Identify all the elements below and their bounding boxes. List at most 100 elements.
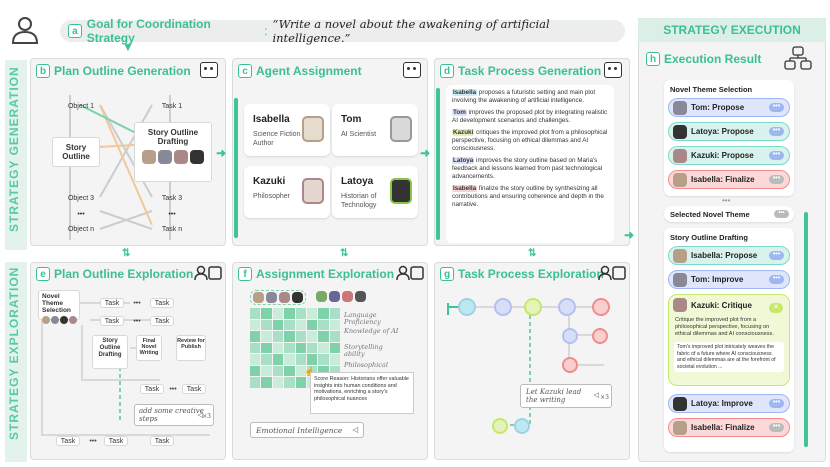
process-node-kazuki[interactable] — [524, 298, 542, 316]
agent-avatar[interactable] — [266, 292, 277, 303]
exploration-side-label: STRATEGY EXPLORATION — [7, 266, 21, 440]
step-label: Isabella: Finalize — [691, 175, 755, 184]
generation-side-label: STRATEGY GENERATION — [7, 66, 21, 232]
agent-avatar[interactable] — [279, 292, 290, 303]
exec-step-tom-improve[interactable]: Tom: Improve••• — [668, 270, 790, 289]
exec-step-tom-propose[interactable]: Tom: Propose••• — [668, 98, 790, 117]
step-text: critiques the improved plot from a philo… — [452, 129, 608, 152]
task-node[interactable]: Task — [140, 384, 164, 394]
process-node-branch-red[interactable] — [562, 357, 578, 373]
criteria-input[interactable]: Emotional Intelligence ◁ — [250, 422, 364, 438]
process-node-isabella[interactable] — [458, 298, 476, 316]
task-process-exploration-panel — [434, 262, 630, 460]
critique-header: Kazuki: Critique — [669, 295, 789, 315]
more-icon[interactable]: ••• — [774, 210, 789, 218]
task-node[interactable]: Task — [150, 436, 174, 446]
task-node[interactable]: Task — [100, 316, 124, 326]
collapse-icon[interactable]: ✕ — [769, 303, 783, 313]
agent-name: Isabella — [253, 114, 290, 125]
more-icon[interactable]: ••• — [769, 251, 784, 260]
agent-avatar[interactable] — [329, 291, 340, 302]
more-icon[interactable]: ••• — [769, 127, 784, 136]
more-icon[interactable]: ••• — [769, 175, 784, 184]
object-node-n[interactable]: Object n — [67, 225, 95, 233]
process-instruction-input[interactable]: Let Kazuki lead the writing ◁ ×3 — [520, 384, 612, 408]
g-badge: g — [440, 267, 454, 281]
process-step: Kazuki critiques the improved plot from … — [452, 129, 608, 153]
isabella-avatar — [673, 172, 687, 187]
task-node[interactable]: Task — [104, 436, 128, 446]
kazuki-critique-card[interactable]: Kazuki: Critique ✕ Critique the improved… — [668, 294, 790, 386]
exec-step-latoya-propose[interactable]: Latoya: Propose••• — [668, 122, 790, 141]
agent-avatar[interactable] — [292, 292, 303, 303]
exec-step-isabella-finalize[interactable]: Isabella: Finalize ••• — [668, 170, 790, 189]
more-icon[interactable]: ••• — [769, 275, 784, 284]
process-step: Isabella proposes a futuristic setting a… — [452, 89, 608, 105]
robot-icon — [200, 62, 218, 78]
theme-selection-node[interactable]: Novel Theme Selection — [38, 290, 80, 324]
task-node-3[interactable]: Task 3 — [161, 194, 183, 202]
exec-step-isabella-propose[interactable]: Isabella: Propose••• — [668, 246, 790, 265]
story-outline-node[interactable]: Story Outline — [52, 137, 100, 167]
process-node-latoya-lead[interactable] — [514, 418, 530, 434]
agent-card-latoya[interactable]: Latoya Historian of Technology — [332, 166, 418, 218]
more-icon[interactable]: ••• — [769, 399, 784, 408]
process-node-branch-tom[interactable] — [562, 328, 578, 344]
count-text: ×3 — [202, 413, 211, 420]
task-node[interactable]: Task — [100, 298, 124, 308]
exec-step-latoya-improve[interactable]: Latoya: Improve••• — [668, 394, 790, 413]
more-icon[interactable]: ••• — [769, 423, 784, 432]
story-outline-drafting-node[interactable]: Story Outline Drafting — [134, 122, 212, 182]
exec-step-kazuki-propose[interactable]: Kazuki: Propose••• — [668, 146, 790, 165]
c-title-text: Agent Assignment — [256, 64, 362, 78]
execution-header: STRATEGY EXECUTION — [638, 18, 826, 42]
latoya-avatar — [673, 396, 687, 411]
agent-avatar[interactable] — [355, 291, 366, 302]
d-title-text: Task Process Generation — [458, 64, 602, 78]
row-label: Storytelling ability — [344, 343, 383, 358]
task-process-text-box: Isabella proposes a futuristic setting a… — [446, 85, 614, 243]
process-node-tom[interactable] — [494, 298, 512, 316]
outline-drafting-node[interactable]: Story Outline Drafting — [92, 335, 128, 369]
process-node-branch-final[interactable] — [592, 328, 608, 344]
send-icon[interactable]: ◁ — [197, 411, 203, 419]
goal-down-arrow: ▼ — [122, 40, 134, 54]
task-node[interactable]: Task — [56, 436, 80, 446]
h-title-text: Execution Result — [664, 52, 762, 66]
task-node[interactable]: Task — [150, 316, 174, 326]
object-node-3[interactable]: Object 3 — [67, 194, 95, 202]
task-node[interactable]: Task — [182, 384, 206, 394]
send-icon[interactable]: ◁ — [352, 425, 358, 434]
drafting-text: Story Outline Drafting — [147, 128, 199, 146]
process-node-kazuki-lead[interactable] — [492, 418, 508, 434]
agent-avatar[interactable] — [316, 291, 327, 302]
process-node-latoya[interactable] — [558, 298, 576, 316]
task-node-n[interactable]: Task n — [161, 225, 183, 233]
isabella-avatar — [673, 420, 687, 435]
add-steps-input[interactable]: add some creative steps ◁ ×3 — [134, 404, 214, 426]
latoya-avatar — [190, 150, 204, 164]
c-badge: c — [238, 64, 252, 78]
task-node[interactable]: Task — [150, 298, 174, 308]
object-node-1[interactable]: Object 1 — [67, 102, 95, 110]
agent-card-kazuki[interactable]: Kazuki Philosopher — [244, 166, 330, 218]
task-node-1[interactable]: Task 1 — [161, 102, 183, 110]
f-badge: f — [238, 267, 252, 281]
review-node[interactable]: Review for Publish — [176, 335, 206, 361]
selected-theme-row[interactable]: Selected Novel Theme ••• — [664, 206, 794, 222]
process-node-finalize[interactable] — [592, 298, 610, 316]
final-writing-node[interactable]: Final Novel Writing — [136, 335, 162, 361]
more-icon[interactable]: ••• — [769, 103, 784, 112]
agent-card-tom[interactable]: Tom AI Scientist — [332, 104, 418, 156]
more-icon[interactable]: ••• — [769, 151, 784, 160]
agent-avatar[interactable] — [342, 291, 353, 302]
agent-card-isabella[interactable]: Isabella Science Fiction Author — [244, 104, 330, 156]
send-icon[interactable]: ◁ — [593, 391, 599, 399]
isabella-avatar — [302, 116, 324, 142]
object-ellipsis: ••• — [77, 210, 85, 218]
agent-avatar[interactable] — [253, 292, 264, 303]
exec-step-isabella-finalize-2[interactable]: Isabella: Finalize••• — [668, 418, 790, 437]
